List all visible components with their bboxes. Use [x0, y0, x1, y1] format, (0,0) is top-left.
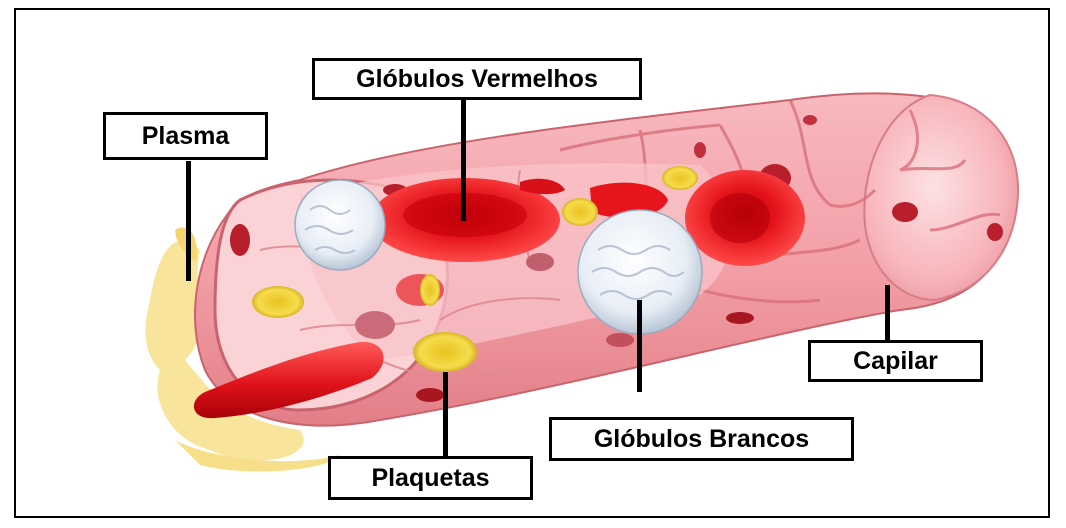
label-white-blood-cells: Glóbulos Brancos	[549, 417, 854, 461]
leader-plasma	[186, 161, 191, 281]
leader-white-cells	[637, 300, 642, 392]
label-platelets: Plaquetas	[328, 456, 533, 500]
leader-capillary	[885, 285, 890, 343]
leader-red-cells	[461, 99, 466, 221]
label-capillary: Capilar	[808, 340, 983, 382]
leader-platelets	[443, 372, 448, 456]
label-plasma: Plasma	[103, 112, 268, 160]
label-red-blood-cells: Glóbulos Vermelhos	[312, 58, 642, 100]
